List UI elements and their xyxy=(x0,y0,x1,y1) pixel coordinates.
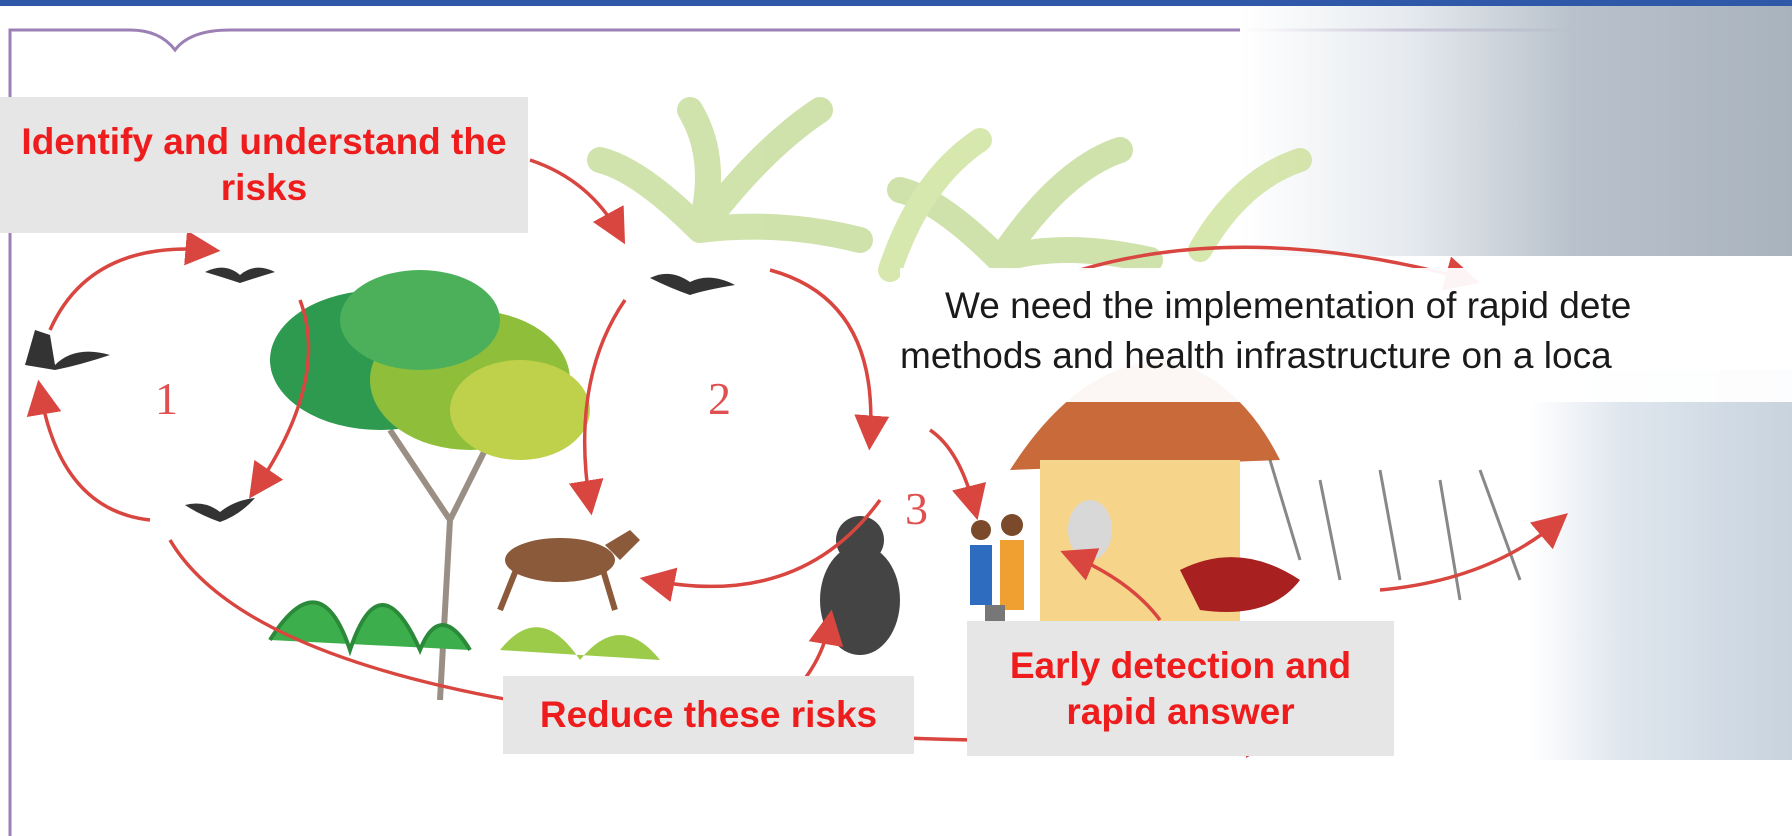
health-worker-photo xyxy=(1530,370,1792,760)
identify-risks-text: Identify and understand the risks xyxy=(21,121,507,208)
early-detection-text: Early detection and rapid answer xyxy=(1009,644,1352,732)
identify-risks-label: Identify and understand the risks xyxy=(0,97,528,233)
testing-photo xyxy=(1240,6,1792,256)
step-number-1: 1 xyxy=(155,373,178,424)
antelope-icon xyxy=(497,530,640,612)
slide-top-bar xyxy=(0,0,1792,6)
reduce-risks-text: Reduce these risks xyxy=(539,694,878,735)
gorilla-icon xyxy=(820,516,900,655)
palm-tree-icon xyxy=(587,97,1312,282)
step-number-3: 3 xyxy=(905,483,928,534)
early-detection-label: Early detection and rapid answer xyxy=(967,621,1394,756)
bat-icon xyxy=(25,267,735,522)
step-number-2: 2 xyxy=(708,373,731,424)
need-statement-line-1: We need the implementation of rapid dete xyxy=(945,285,1632,326)
reduce-risks-label: Reduce these risks xyxy=(503,676,914,754)
need-statement-line-2: methods and health infrastructure on a l… xyxy=(900,335,1612,376)
tree-icon xyxy=(270,270,590,701)
need-statement: We need the implementation of rapid dete… xyxy=(900,268,1792,402)
